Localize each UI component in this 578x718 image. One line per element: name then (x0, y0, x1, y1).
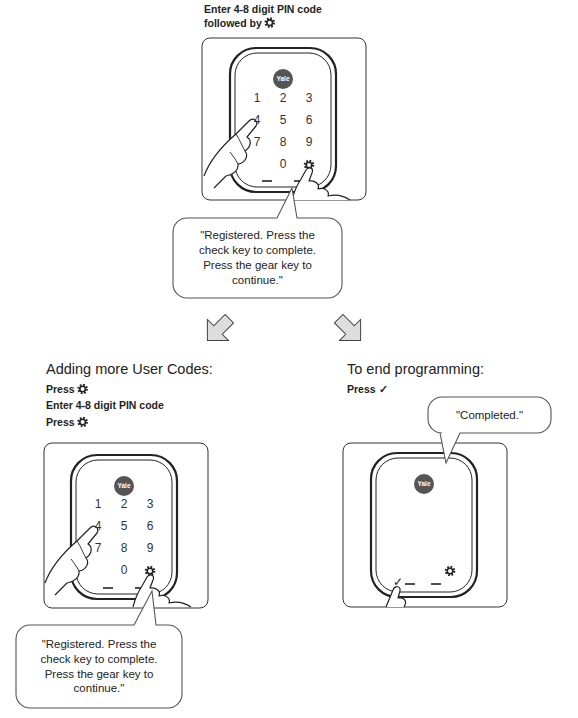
keypad-digit: 7 (254, 135, 261, 151)
keypad-digit: 5 (280, 113, 287, 129)
picture-frame (343, 443, 507, 607)
brand-logo-text: Yale (276, 75, 289, 83)
spoken-message: "Registered. Press the check key to comp… (28, 637, 170, 697)
keypad-digit: 9 (306, 135, 313, 151)
pointing-hand (133, 575, 191, 607)
keypad-digit: 2 (121, 497, 128, 513)
key-dash (262, 180, 272, 182)
keypad-digit: 2 (280, 91, 287, 107)
spoken-message: "Registered. Press the check key to comp… (185, 228, 330, 288)
key-dash (405, 583, 415, 585)
lock-body (71, 455, 177, 599)
keypad-digit: 0 (280, 157, 287, 173)
keypad-digit: 8 (121, 541, 128, 557)
bubble-shape (173, 188, 342, 298)
picture-frame (202, 38, 366, 200)
key-dash (103, 587, 113, 589)
keypad-digit: 3 (306, 91, 313, 107)
flow-arrow (197, 308, 240, 351)
gear-icon (79, 385, 87, 393)
keypad-digit: 1 (95, 497, 102, 513)
keypad-digit: 5 (121, 519, 128, 535)
keypad-digit: 8 (280, 135, 287, 151)
bubble-shape (16, 591, 182, 708)
keypad-digit: 0 (121, 563, 128, 579)
section-heading: Adding more User Codes: (46, 360, 213, 379)
brand-logo-text: Yale (117, 482, 130, 490)
pointing-hand (204, 119, 257, 188)
picture-frame (44, 443, 208, 608)
keypad-digit: 4 (254, 113, 261, 129)
spoken-message: "Completed." (456, 408, 523, 423)
speech-bubble: "Registered. Press the check key to comp… (173, 218, 342, 298)
check-key-symbol: ✓ (393, 575, 403, 591)
pointing-hand (292, 168, 350, 200)
lock-body (230, 48, 336, 192)
flow-arrow (328, 308, 371, 351)
gear-key (146, 567, 154, 575)
keypad-digit: 3 (147, 497, 154, 513)
instruction-text: Press ✓ (347, 383, 388, 397)
keypad-digit: 9 (147, 541, 154, 557)
bubble-shape (428, 397, 551, 463)
keypad-digit: 6 (306, 113, 313, 129)
brand-logo-text: Yale (417, 480, 430, 488)
gear-icon (79, 418, 87, 426)
section-heading: To end programming: (347, 360, 484, 379)
instruction-text: Press (46, 383, 75, 397)
keypad-digit: 4 (95, 519, 102, 535)
keypad-digit: 6 (147, 519, 154, 535)
pointing-hand (386, 587, 406, 607)
keypad-digit: 7 (95, 541, 102, 557)
keypad-digit: 1 (254, 91, 261, 107)
bubble-outline (16, 625, 182, 708)
instruction-text: Enter 4-8 digit PIN code (46, 399, 164, 413)
speech-bubble: "Registered. Press the check key to comp… (16, 625, 182, 708)
key-dash (431, 583, 441, 585)
gear-key (446, 567, 454, 575)
instruction-text: Press (46, 416, 75, 430)
instruction-text: Enter 4-8 digit PIN code followed by (204, 3, 354, 30)
gear-icon (266, 19, 274, 27)
pointing-hand (45, 526, 98, 595)
hands (45, 526, 191, 607)
speech-bubble: "Completed." (428, 397, 551, 433)
lock-body (371, 453, 477, 597)
